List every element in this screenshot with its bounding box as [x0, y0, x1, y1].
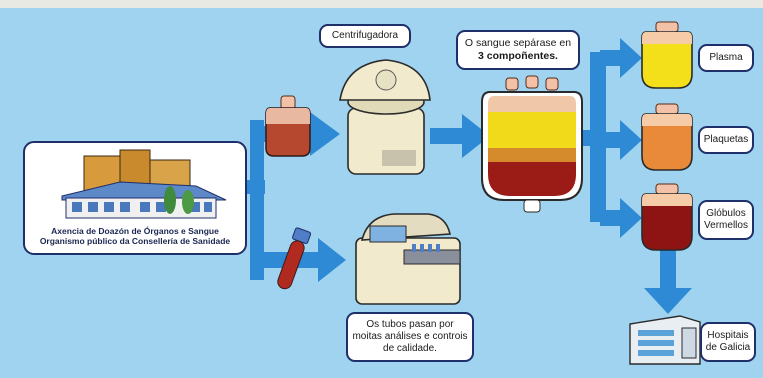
agency-name-line2: Organismo público da Consellería de Sani… — [39, 236, 231, 246]
splitter-stem — [590, 52, 606, 222]
lab-line3: de calidade. — [383, 343, 437, 354]
arrow-to-plasma — [600, 38, 642, 78]
plasma-label-text: Plasma — [709, 52, 743, 63]
centrifuge-icon — [339, 59, 431, 175]
separation-line1: O sangue sepárase en — [464, 37, 572, 50]
arrow-to-red-cells — [600, 198, 642, 238]
plasma-label: Plasma — [698, 44, 754, 72]
flow-arrows — [245, 38, 692, 314]
test-tube-icon — [277, 227, 312, 290]
separation-line2: 3 compoñentes. — [478, 50, 558, 62]
red-cells-label-line1: Glóbulos — [706, 208, 746, 219]
agency-name-label: Axencia de Doazón de Órganos e Sangue Or… — [28, 220, 242, 252]
arrow-to-hospital — [644, 250, 692, 314]
plasma-bag-icon — [641, 21, 693, 89]
lab-analyzer-icon — [355, 213, 461, 305]
hospital-line1: Hospitais — [707, 330, 749, 341]
separation-label: O sangue sepárase en 3 compoñentes. — [456, 30, 580, 70]
centrifuge-label: Centrifugadora — [319, 24, 411, 48]
hospital-building-icon — [629, 315, 701, 365]
platelets-label-text: Plaquetas — [703, 134, 749, 145]
agency-name-line1: Axencia de Doazón de Órganos e Sangue — [51, 225, 219, 236]
platelets-bag-icon — [641, 103, 693, 171]
agency-stem — [250, 120, 264, 280]
red-cells-bag-icon — [641, 183, 693, 251]
separated-blood-bag-icon — [481, 75, 583, 213]
arrow-to-bag — [430, 114, 490, 158]
red-cells-label: Glóbulos Vermellos — [698, 200, 754, 240]
lab-label: Os tubos pasan por moitas análises e con… — [346, 312, 474, 362]
lab-line2: moitas análises e controis — [352, 331, 468, 342]
platelets-label: Plaquetas — [698, 126, 754, 154]
lab-line1: Os tubos pasan por — [366, 319, 454, 330]
agency-connector — [245, 180, 265, 194]
red-cells-label-line2: Vermellos — [704, 220, 748, 231]
hospital-label: Hospitais de Galicia — [700, 322, 756, 362]
blood-bag-icon — [265, 95, 311, 157]
agency-building-icon — [23, 141, 247, 255]
arrow-to-platelets — [600, 120, 642, 160]
centrifuge-label-text: Centrifugadora — [331, 30, 399, 41]
hospital-line2: de Galicia — [705, 342, 751, 353]
